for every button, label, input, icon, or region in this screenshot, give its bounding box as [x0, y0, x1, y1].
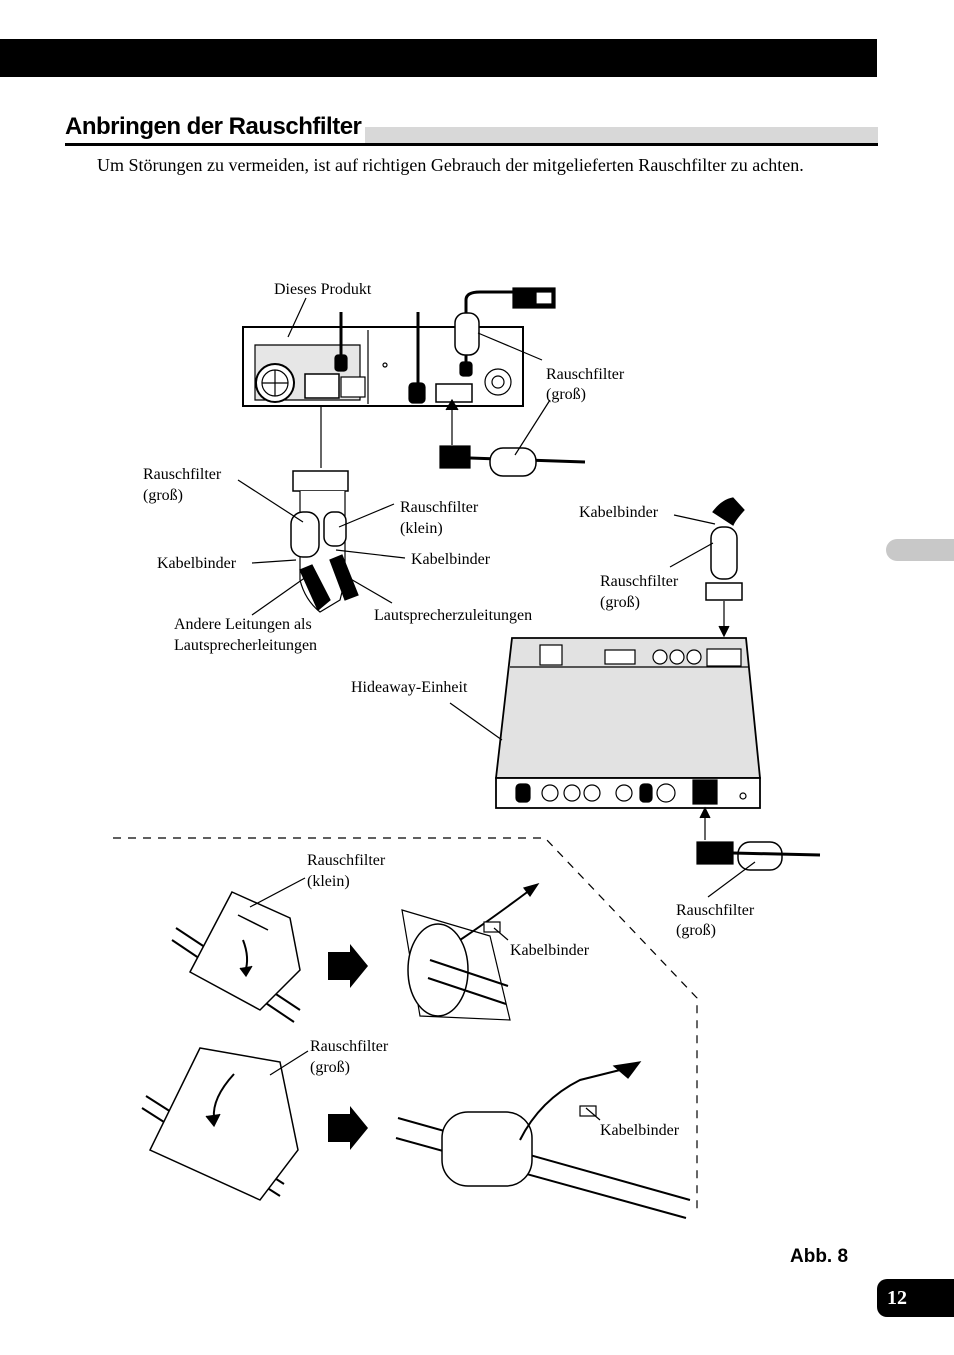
label-kabelbinder: Kabelbinder — [510, 942, 590, 959]
label-gross: (groß) — [546, 386, 586, 403]
label-lautsprecherleitungen: Lautsprecherleitungen — [174, 637, 317, 654]
heading-shade — [365, 127, 878, 143]
label-gross: (groß) — [310, 1059, 350, 1076]
label-dieses-produkt: Dieses Produkt — [274, 281, 372, 298]
label-gross: (groß) — [600, 594, 640, 611]
label-rauschfilter: Rauschfilter — [546, 366, 625, 383]
label-gross: (groß) — [676, 922, 716, 939]
label-klein: (klein) — [400, 520, 443, 537]
page-number: 12 — [877, 1279, 954, 1317]
intro-text: Um Störungen zu vermeiden, ist auf richt… — [97, 155, 804, 175]
top-bar — [0, 39, 877, 77]
side-tab — [886, 539, 954, 561]
label-kabelbinder: Kabelbinder — [157, 555, 237, 572]
label-hideaway-einheit: Hideaway-Einheit — [351, 679, 468, 696]
label-kabelbinder: Kabelbinder — [600, 1122, 680, 1139]
label-rauschfilter: Rauschfilter — [600, 573, 679, 590]
hideaway-unit-illustration — [494, 637, 761, 809]
label-kabelbinder: Kabelbinder — [579, 504, 659, 521]
label-rauschfilter: Rauschfilter — [400, 499, 479, 516]
label-gross: (groß) — [143, 487, 183, 504]
label-klein: (klein) — [307, 873, 350, 890]
label-rauschfilter: Rauschfilter — [676, 902, 755, 919]
section-heading: Anbringen der Rauschfilter — [65, 112, 878, 148]
label-rauschfilter: Rauschfilter — [143, 466, 222, 483]
label-andere-leitungen: Andere Leitungen als — [174, 616, 312, 633]
label-kabelbinder: Kabelbinder — [411, 551, 491, 568]
label-lautsprecherzuleitungen: Lautsprecherzuleitungen — [374, 607, 532, 624]
figure-label: Abb. 8 — [790, 1246, 849, 1267]
head-unit-illustration — [242, 287, 556, 407]
label-rauschfilter: Rauschfilter — [310, 1038, 389, 1055]
label-rauschfilter: Rauschfilter — [307, 852, 386, 869]
heading-rule — [65, 143, 878, 146]
page-title: Anbringen der Rauschfilter — [65, 113, 362, 140]
